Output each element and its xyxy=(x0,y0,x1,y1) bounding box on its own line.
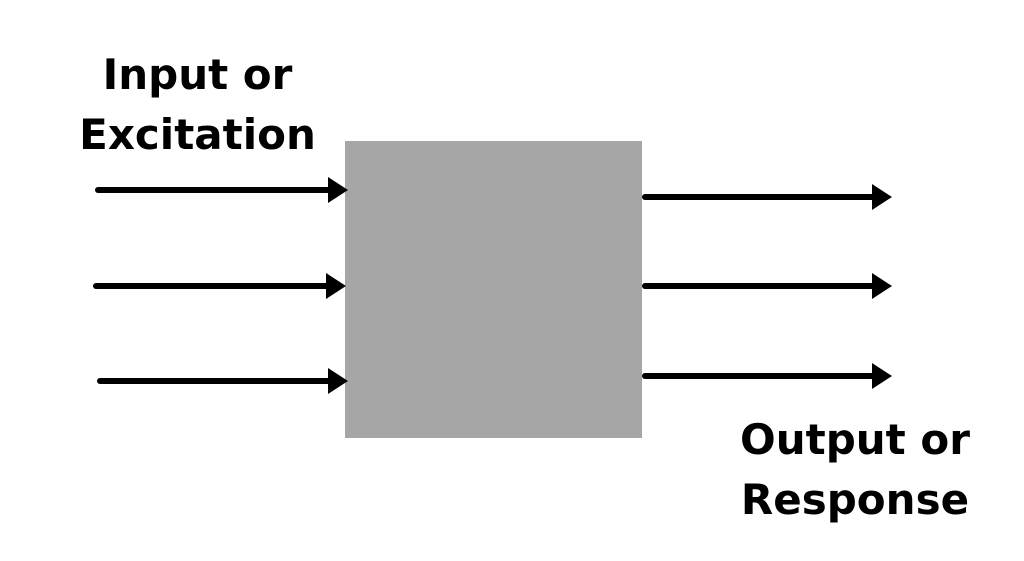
input-arrow-2 xyxy=(93,273,346,299)
output-label-line-2: Response xyxy=(740,475,970,524)
input-label-line-1: Input or xyxy=(102,50,293,99)
input-label: Input or Excitation xyxy=(60,45,335,165)
output-label: Output or Response xyxy=(710,410,1000,530)
output-arrow-1 xyxy=(642,184,892,210)
output-arrow-3 xyxy=(642,363,892,389)
input-label-line-2: Excitation xyxy=(79,110,316,159)
output-arrow-2 xyxy=(642,273,892,299)
output-label-line-1: Output or xyxy=(740,415,970,464)
input-arrow-3 xyxy=(97,368,348,394)
system-box xyxy=(345,141,642,438)
input-arrow-1 xyxy=(95,177,348,203)
